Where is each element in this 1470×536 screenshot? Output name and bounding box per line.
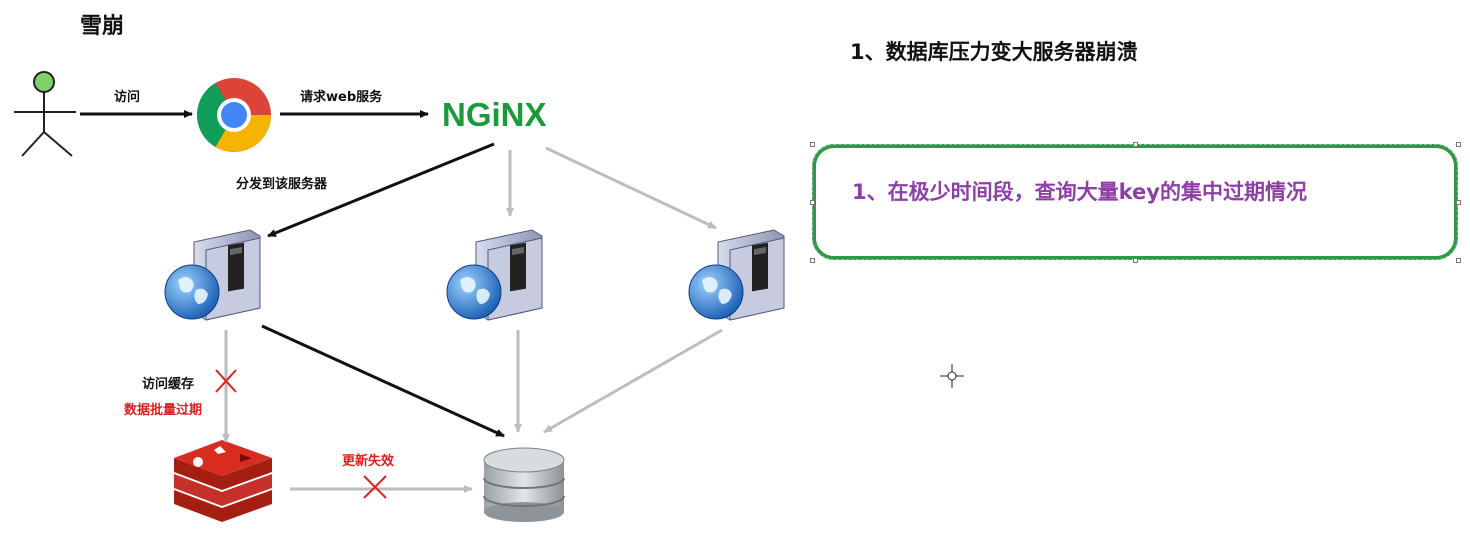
resize-handle-top-right[interactable] (1456, 142, 1461, 147)
nginx-logo: NGiNX (442, 96, 547, 133)
arrow-server-left-to-database (261, 324, 505, 438)
label-update-failed: 更新失效 (342, 453, 395, 469)
note-text: 1、在极少时间段，查询大量key的集中过期情况 (852, 180, 1307, 204)
redis-icon (174, 440, 272, 522)
resize-handle-bottom-right[interactable] (1456, 258, 1461, 263)
note-textbox[interactable]: 1、在极少时间段，查询大量key的集中过期情况 (812, 144, 1458, 260)
resize-handle-middle-left[interactable] (810, 200, 815, 205)
cross-icon-cache (215, 369, 237, 393)
label-data-expired: 数据批量过期 (124, 402, 202, 418)
server-icon-middle (446, 229, 543, 321)
resize-handle-bottom-left[interactable] (810, 258, 815, 263)
label-visit-cache: 访问缓存 (142, 376, 194, 392)
resize-handle-middle-right[interactable] (1456, 200, 1461, 205)
label-request-web: 请求web服务 (300, 89, 383, 105)
cursor-crosshair-icon (940, 364, 964, 388)
resize-handle-bottom-center[interactable] (1133, 258, 1138, 263)
arrow-server-right-to-database (543, 328, 723, 434)
user-icon (14, 71, 76, 157)
server-icon-left (164, 229, 261, 321)
arrow-nginx-to-server-right (545, 146, 717, 230)
label-dispatch: 分发到该服务器 (236, 176, 328, 192)
resize-handle-top-center[interactable] (1133, 142, 1138, 147)
server-icon-right (688, 229, 785, 321)
cross-icon-update (363, 475, 387, 499)
page-title: 雪崩 (80, 14, 125, 39)
database-icon (483, 447, 565, 522)
chrome-icon (197, 78, 271, 152)
section-heading: 1、数据库压力变大服务器崩溃 (850, 40, 1138, 64)
resize-handle-top-left[interactable] (810, 142, 815, 147)
arrow-nginx-to-server-left (267, 142, 495, 238)
label-visit: 访问 (114, 89, 140, 105)
